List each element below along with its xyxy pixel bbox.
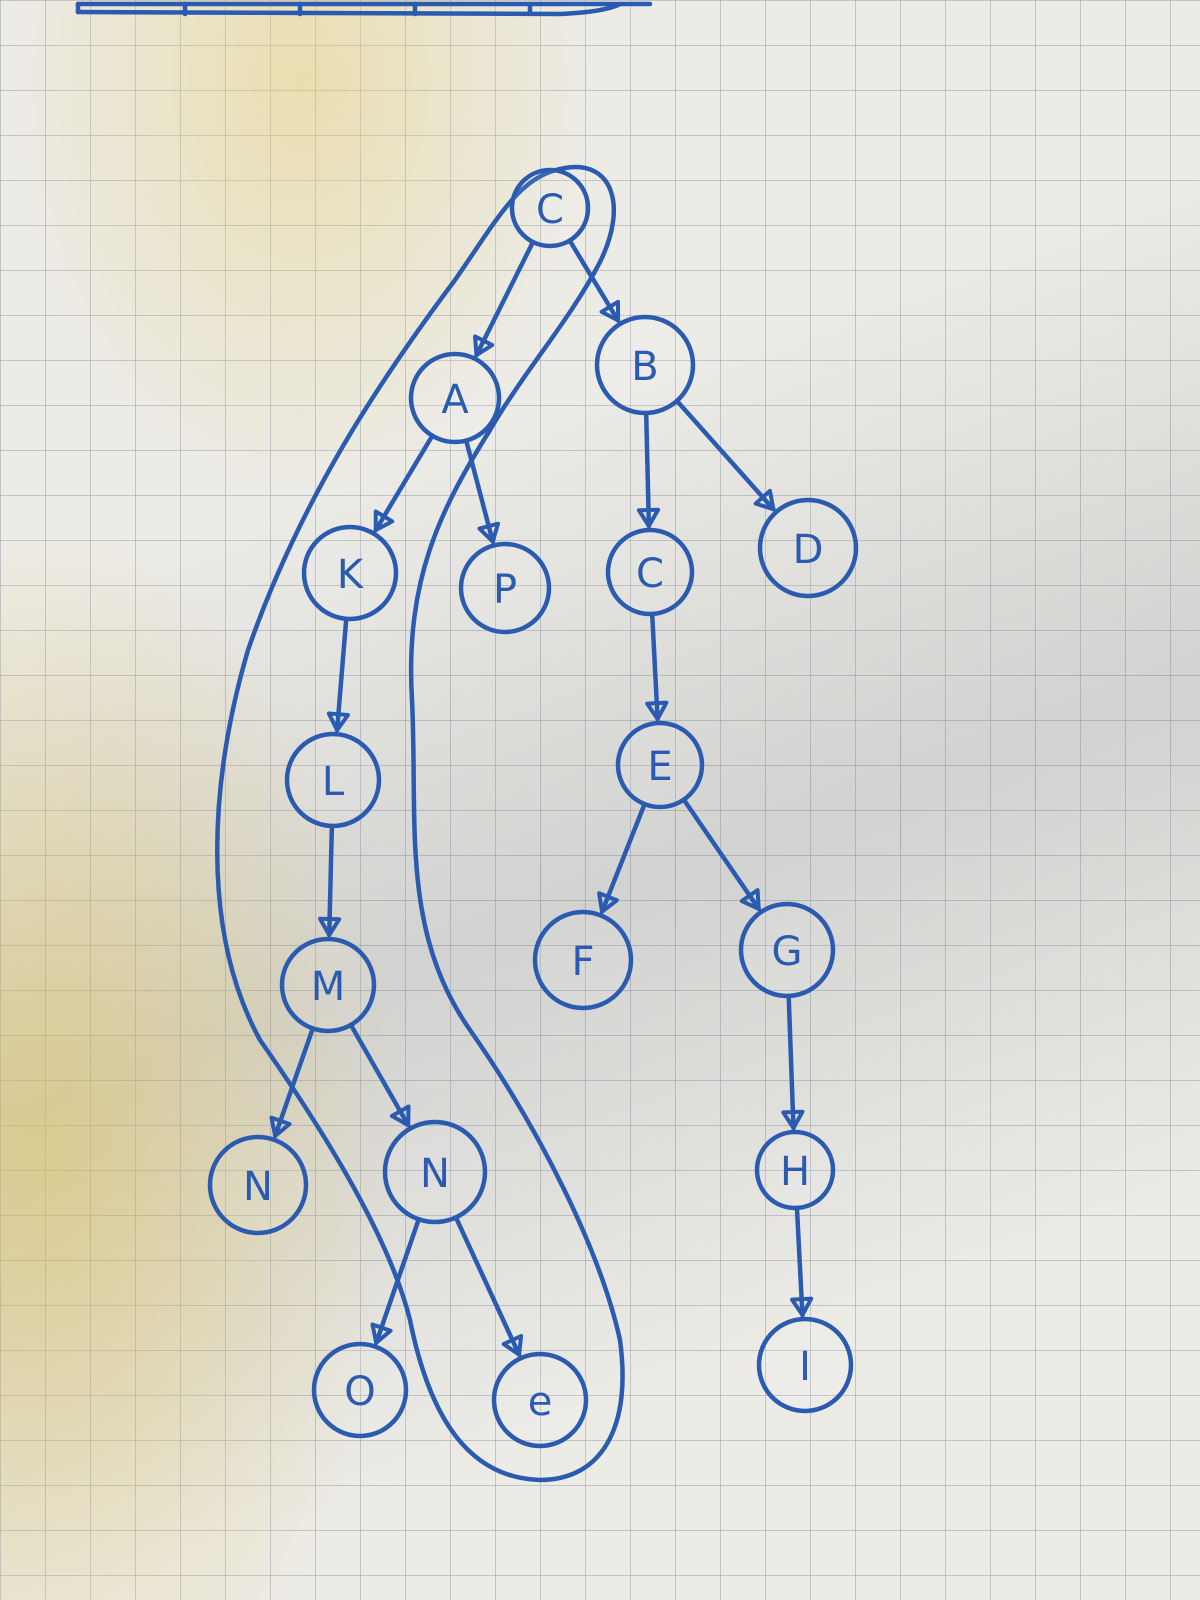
edge-B-C2 (636, 410, 661, 529)
node-label: C (536, 187, 564, 233)
node-label: A (441, 377, 469, 423)
node-label: O (344, 1369, 375, 1415)
node-circle (757, 497, 859, 599)
node-O: O (311, 1341, 409, 1439)
node-F: F (532, 909, 634, 1011)
arrowhead (501, 1334, 524, 1357)
arrowhead (739, 888, 761, 911)
path-highlight-loop (215, 164, 625, 1483)
edge-C2-E (645, 611, 669, 722)
edge-A-P (463, 438, 500, 544)
arrowhead (473, 334, 495, 358)
node-circle (491, 1351, 589, 1449)
node-A: A (408, 351, 502, 445)
edge-E-F (597, 801, 647, 914)
node-circle (284, 731, 382, 829)
edge-M-N1 (269, 1026, 316, 1139)
node-circle (207, 1134, 309, 1236)
edge-root-B (567, 238, 621, 323)
node-circle (311, 1341, 409, 1439)
node-root: C (509, 167, 591, 249)
arrowhead (269, 1115, 292, 1138)
top-table-stub (75, 1, 653, 17)
node-N2: N (382, 1119, 488, 1225)
node-circle (756, 1316, 854, 1414)
node-label: D (793, 527, 824, 573)
node-label: B (631, 344, 658, 390)
node-circle (458, 541, 552, 635)
arrowhead (753, 488, 776, 512)
arrowhead (597, 891, 619, 914)
node-label: K (337, 552, 365, 598)
edges-layer (269, 238, 814, 1357)
node-C2: C (605, 527, 695, 617)
edge-N2-O (370, 1217, 421, 1345)
node-H: H (754, 1129, 836, 1211)
edge-H-I (790, 1205, 814, 1318)
edge-B-D (674, 398, 776, 512)
node-label: M (311, 964, 346, 1010)
arrowhead (781, 1109, 805, 1131)
edge-E-G (681, 797, 761, 912)
node-circle (301, 524, 399, 622)
arrowhead (326, 711, 350, 733)
node-label: L (322, 759, 345, 805)
node-circle (738, 901, 836, 999)
node-circle (279, 936, 377, 1034)
node-M: M (279, 936, 377, 1034)
node-circle (509, 167, 591, 249)
edge-L-M (318, 823, 342, 938)
node-label: e (528, 1379, 553, 1425)
node-label: P (493, 567, 517, 613)
node-label: N (420, 1151, 450, 1197)
edge-M-N2 (348, 1022, 411, 1128)
edge-K-L (326, 616, 350, 733)
node-label: I (799, 1344, 811, 1390)
node-circle (382, 1119, 488, 1225)
arrowhead (373, 509, 395, 533)
edge-A-K (373, 433, 435, 533)
arrowhead (790, 1296, 814, 1318)
arrowhead (636, 507, 661, 529)
node-circle (532, 909, 634, 1011)
arrowhead (389, 1104, 411, 1128)
node-circle (408, 351, 502, 445)
node-N1: N (207, 1134, 309, 1236)
node-L: L (284, 731, 382, 829)
node-label: H (780, 1149, 810, 1195)
node-circle (754, 1129, 836, 1211)
node-label: C (636, 551, 664, 597)
node-label: G (772, 929, 803, 975)
node-label: N (243, 1164, 273, 1210)
node-circle (605, 527, 695, 617)
node-K: K (301, 524, 399, 622)
node-circle (594, 314, 696, 416)
arrowhead (318, 916, 342, 938)
node-label: F (571, 939, 594, 985)
arrowhead (599, 299, 621, 323)
node-I: I (756, 1316, 854, 1414)
arrowhead (645, 700, 669, 722)
node-B: B (594, 314, 696, 416)
node-circle (615, 720, 705, 810)
edge-G-H (781, 993, 805, 1131)
node-label: E (647, 744, 672, 790)
edge-root-A (473, 239, 536, 358)
node-D: D (757, 497, 859, 599)
arrowhead (370, 1322, 393, 1345)
node-P: P (458, 541, 552, 635)
node-e: e (491, 1351, 589, 1449)
edge-N2-e (453, 1215, 524, 1357)
arrowhead (477, 521, 500, 544)
node-E: E (615, 720, 705, 810)
node-G: G (738, 901, 836, 999)
